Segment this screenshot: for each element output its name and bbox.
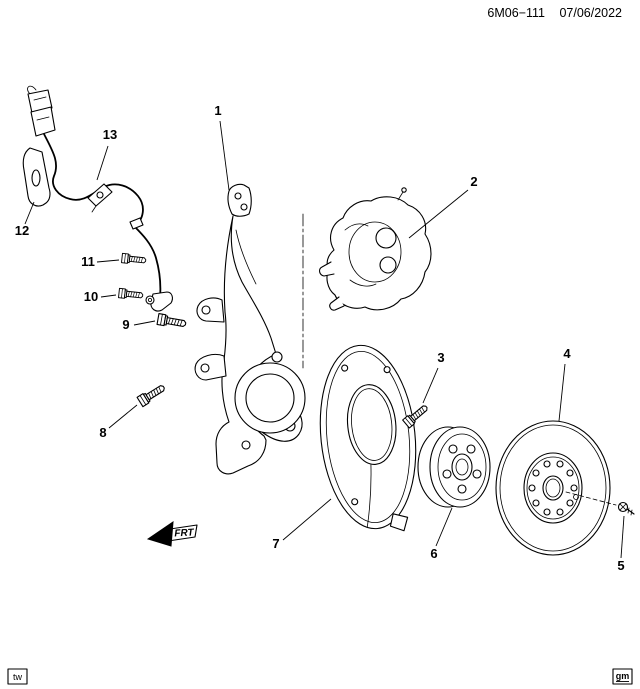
frt-label: FRT — [174, 527, 195, 539]
callout-2-label: 2 — [470, 174, 477, 189]
leader-line-8 — [108, 404, 138, 429]
callout-2: 2 — [408, 174, 478, 239]
callout-4: 4 — [558, 346, 571, 422]
frt-arrow-head — [146, 520, 174, 547]
leader-line-11 — [96, 259, 120, 263]
harness-bolt-11-drawing — [121, 252, 147, 266]
brake-caliper-drawing — [319, 187, 432, 311]
wheel-hub-bearing-drawing — [417, 426, 491, 508]
callout-5: 5 — [617, 515, 625, 573]
leader-line-1 — [219, 120, 230, 191]
callout-10-label: 10 — [84, 289, 98, 304]
sensor-bolt-10-drawing — [118, 287, 144, 301]
callout-13-label: 13 — [103, 127, 117, 142]
set-screw-alignment-line — [565, 491, 617, 506]
callout-9-label: 9 — [122, 317, 129, 332]
callout-6-label: 6 — [430, 546, 437, 561]
callout-5-label: 5 — [617, 558, 624, 573]
knuckle-bolt-9-drawing — [156, 313, 188, 330]
wheel-speed-sensor-drawing — [150, 291, 173, 312]
leader-line-13 — [96, 145, 109, 181]
callout-8: 8 — [99, 404, 138, 440]
callout-10: 10 — [84, 289, 117, 304]
leader-line-4 — [558, 363, 566, 422]
callout-13: 13 — [96, 127, 117, 181]
callout-9: 9 — [122, 317, 156, 332]
splash-shield-drawing — [319, 344, 417, 532]
callout-11: 11 — [81, 254, 120, 269]
callout-7-label: 7 — [272, 536, 279, 551]
callout-7: 7 — [272, 498, 332, 551]
corner-mark-left: tw — [7, 668, 28, 685]
leader-line-10 — [100, 294, 117, 298]
corner-mark-left-label: tw — [13, 672, 23, 682]
rotor-set-screw-drawing — [617, 501, 635, 516]
knuckle-bolt-8-drawing — [136, 381, 168, 408]
doc-number: 6M06−111 — [487, 6, 545, 20]
frt-direction-indicator: FRT — [146, 520, 198, 547]
doc-date: 07/06/2022 — [559, 6, 622, 20]
leader-line-7 — [282, 498, 332, 541]
callout-1-label: 1 — [214, 103, 221, 118]
callout-12: 12 — [15, 201, 35, 238]
leader-line-3 — [422, 367, 439, 404]
callout-3: 3 — [422, 350, 445, 404]
callout-11-label: 11 — [81, 254, 95, 269]
leader-line-12 — [24, 201, 35, 225]
leader-line-5 — [620, 515, 625, 559]
steering-knuckle-drawing — [194, 183, 306, 475]
leader-line-2 — [408, 189, 469, 239]
leader-line-9 — [133, 320, 156, 326]
callout-1: 1 — [214, 103, 230, 191]
brake-rotor-drawing — [495, 420, 611, 556]
callout-6: 6 — [430, 507, 453, 561]
corner-mark-right-label: gm — [616, 671, 630, 681]
callout-4-label: 4 — [563, 346, 571, 361]
leader-line-6 — [435, 507, 453, 547]
abs-sensor-harness-drawing — [22, 85, 173, 312]
callout-8-label: 8 — [99, 425, 106, 440]
callout-12-label: 12 — [15, 223, 29, 238]
callout-3-label: 3 — [437, 350, 444, 365]
corner-mark-right: gm — [612, 668, 633, 685]
